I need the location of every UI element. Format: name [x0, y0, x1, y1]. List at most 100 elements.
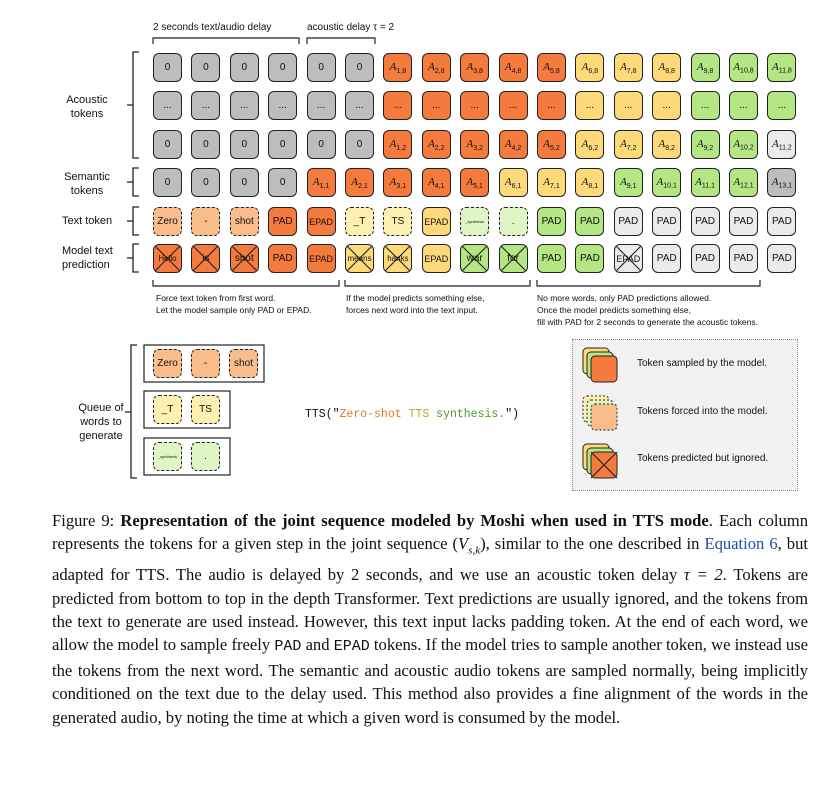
note-no-more-words: No more words, only PAD predictions allo…: [537, 293, 758, 327]
token-label: ...: [585, 100, 595, 111]
token-prediction-3: shot: [229, 244, 259, 273]
token-label: ...: [470, 100, 479, 111]
acoustic-delay-label: acoustic delay τ = 2: [307, 22, 395, 33]
token-label: PAD: [771, 253, 792, 264]
token-label: ...: [777, 100, 787, 111]
token-label: A4,8: [504, 60, 522, 75]
token-text-10: .: [498, 207, 528, 236]
token-label: A3,2: [466, 137, 483, 152]
token-label: A9,2: [696, 137, 714, 152]
token-label: 0: [241, 177, 248, 188]
tts-word-3: synthesis.: [436, 408, 506, 421]
token-label: A8,1: [581, 175, 599, 190]
queue-token-label: -: [203, 358, 208, 369]
token-acoustic-mid-16: ...: [729, 91, 758, 120]
token-acoustic-bottom-14: A8,2: [652, 130, 682, 159]
token-prediction-7: hanks: [383, 244, 413, 273]
token-label: A11,2: [771, 137, 792, 152]
token-label: ...: [163, 100, 172, 111]
delay-label: 2 seconds text/audio delay: [153, 22, 272, 33]
token-label: A1,8: [389, 60, 407, 75]
figure-caption: Figure 9: Representation of the joint se…: [52, 509, 808, 729]
token-label: A7,1: [543, 175, 560, 190]
token-label: 0: [203, 139, 209, 150]
token-acoustic-top-2: 0: [191, 53, 221, 82]
token-label: 0: [356, 62, 363, 73]
row-label-semantic: Semantic tokens: [64, 171, 110, 197]
token-label: 0: [356, 139, 363, 150]
equation-link[interactable]: Equation 6: [704, 534, 778, 554]
token-label: A1,1: [312, 175, 330, 190]
token-acoustic-mid-13: ...: [613, 91, 643, 120]
token-label: A5,1: [466, 175, 483, 190]
token-acoustic-top-7: A1,8: [383, 53, 413, 82]
token-label: A10,8: [733, 60, 754, 75]
token-label: 0: [164, 177, 171, 188]
token-label: 0: [279, 177, 286, 188]
token-acoustic-top-15: A9,8: [690, 53, 720, 82]
token-acoustic-mid-15: ...: [690, 91, 720, 120]
token-label: PAD: [695, 253, 715, 264]
token-acoustic-mid-5: ...: [306, 91, 336, 120]
token-text-11: PAD: [537, 207, 566, 236]
token-text-5: EPAD: [306, 207, 336, 236]
token-acoustic-bottom-2: 0: [191, 130, 221, 159]
token-label: ...: [355, 100, 364, 111]
token-acoustic-bottom-13: A7,2: [613, 130, 643, 159]
token-label: ...: [700, 100, 710, 111]
token-label: 0: [203, 177, 209, 188]
token-text-13: PAD: [613, 207, 643, 236]
token-prediction-10: for: [498, 244, 528, 273]
token-label: A9,1: [620, 175, 637, 190]
queue-token-2-2: TS: [191, 395, 220, 424]
token-semantic-10: A6,1: [498, 168, 528, 197]
token-label: ...: [624, 100, 633, 111]
token-semantic-12: A8,1: [575, 168, 605, 197]
caption-text-6: tokens. If the model tries to sample ano…: [52, 635, 808, 727]
queue-token-label: shot: [234, 358, 253, 369]
token-semantic-5: A1,1: [306, 168, 336, 197]
token-prediction-6: means: [345, 244, 374, 273]
ignored-cross-icon: [384, 245, 412, 272]
token-label: PAD: [579, 253, 600, 264]
token-acoustic-top-5: 0: [306, 53, 336, 82]
token-label: ...: [547, 100, 556, 111]
token-prediction-12: PAD: [575, 244, 605, 273]
token-label: ...: [278, 100, 287, 111]
token-semantic-13: A9,1: [613, 168, 643, 197]
token-text-1: Zero: [153, 207, 182, 236]
token-label: A6,1: [504, 175, 522, 190]
queue-token-label: _T: [161, 404, 174, 415]
ignored-cross-icon: [461, 245, 489, 272]
token-label: -: [204, 216, 208, 227]
queue-token-2-1: _T: [153, 395, 182, 424]
token-prediction-14: PAD: [652, 244, 682, 273]
token-acoustic-bottom-10: A4,2: [498, 130, 528, 159]
token-acoustic-mid-17: ...: [767, 91, 797, 120]
token-acoustic-bottom-15: A9,2: [690, 130, 720, 159]
queue-token-3-2: .: [191, 442, 220, 471]
token-label: A2,8: [428, 60, 445, 75]
token-label: A8,8: [658, 60, 675, 75]
token-acoustic-top-10: A4,8: [498, 53, 528, 82]
token-label: A3,8: [466, 60, 483, 75]
caption-text-2: ), similar to the one described in: [480, 534, 705, 554]
queue-token-label: TS: [199, 404, 212, 415]
legend-forced: Tokens forced into the model.: [637, 406, 768, 417]
queue-token-label: Zero: [157, 358, 178, 369]
note-first-word: Force text token from first word. Let th…: [156, 293, 312, 315]
token-label: Zero: [157, 216, 178, 227]
figure-lines: [125, 37, 761, 479]
token-text-2: -: [191, 207, 221, 236]
token-label: A10,1: [656, 175, 677, 190]
token-label: PAD: [272, 253, 293, 264]
token-acoustic-bottom-11: A5,2: [537, 130, 566, 159]
token-acoustic-mid-10: ...: [498, 91, 528, 120]
token-label: A6,2: [581, 137, 599, 152]
tts-word-2: TTS: [408, 408, 430, 421]
tts-suffix: "): [505, 408, 519, 421]
token-acoustic-bottom-17: A11,2: [767, 130, 797, 159]
token-label: A11,8: [771, 60, 792, 75]
token-label: 0: [279, 62, 286, 73]
token-label: TS: [391, 216, 405, 227]
